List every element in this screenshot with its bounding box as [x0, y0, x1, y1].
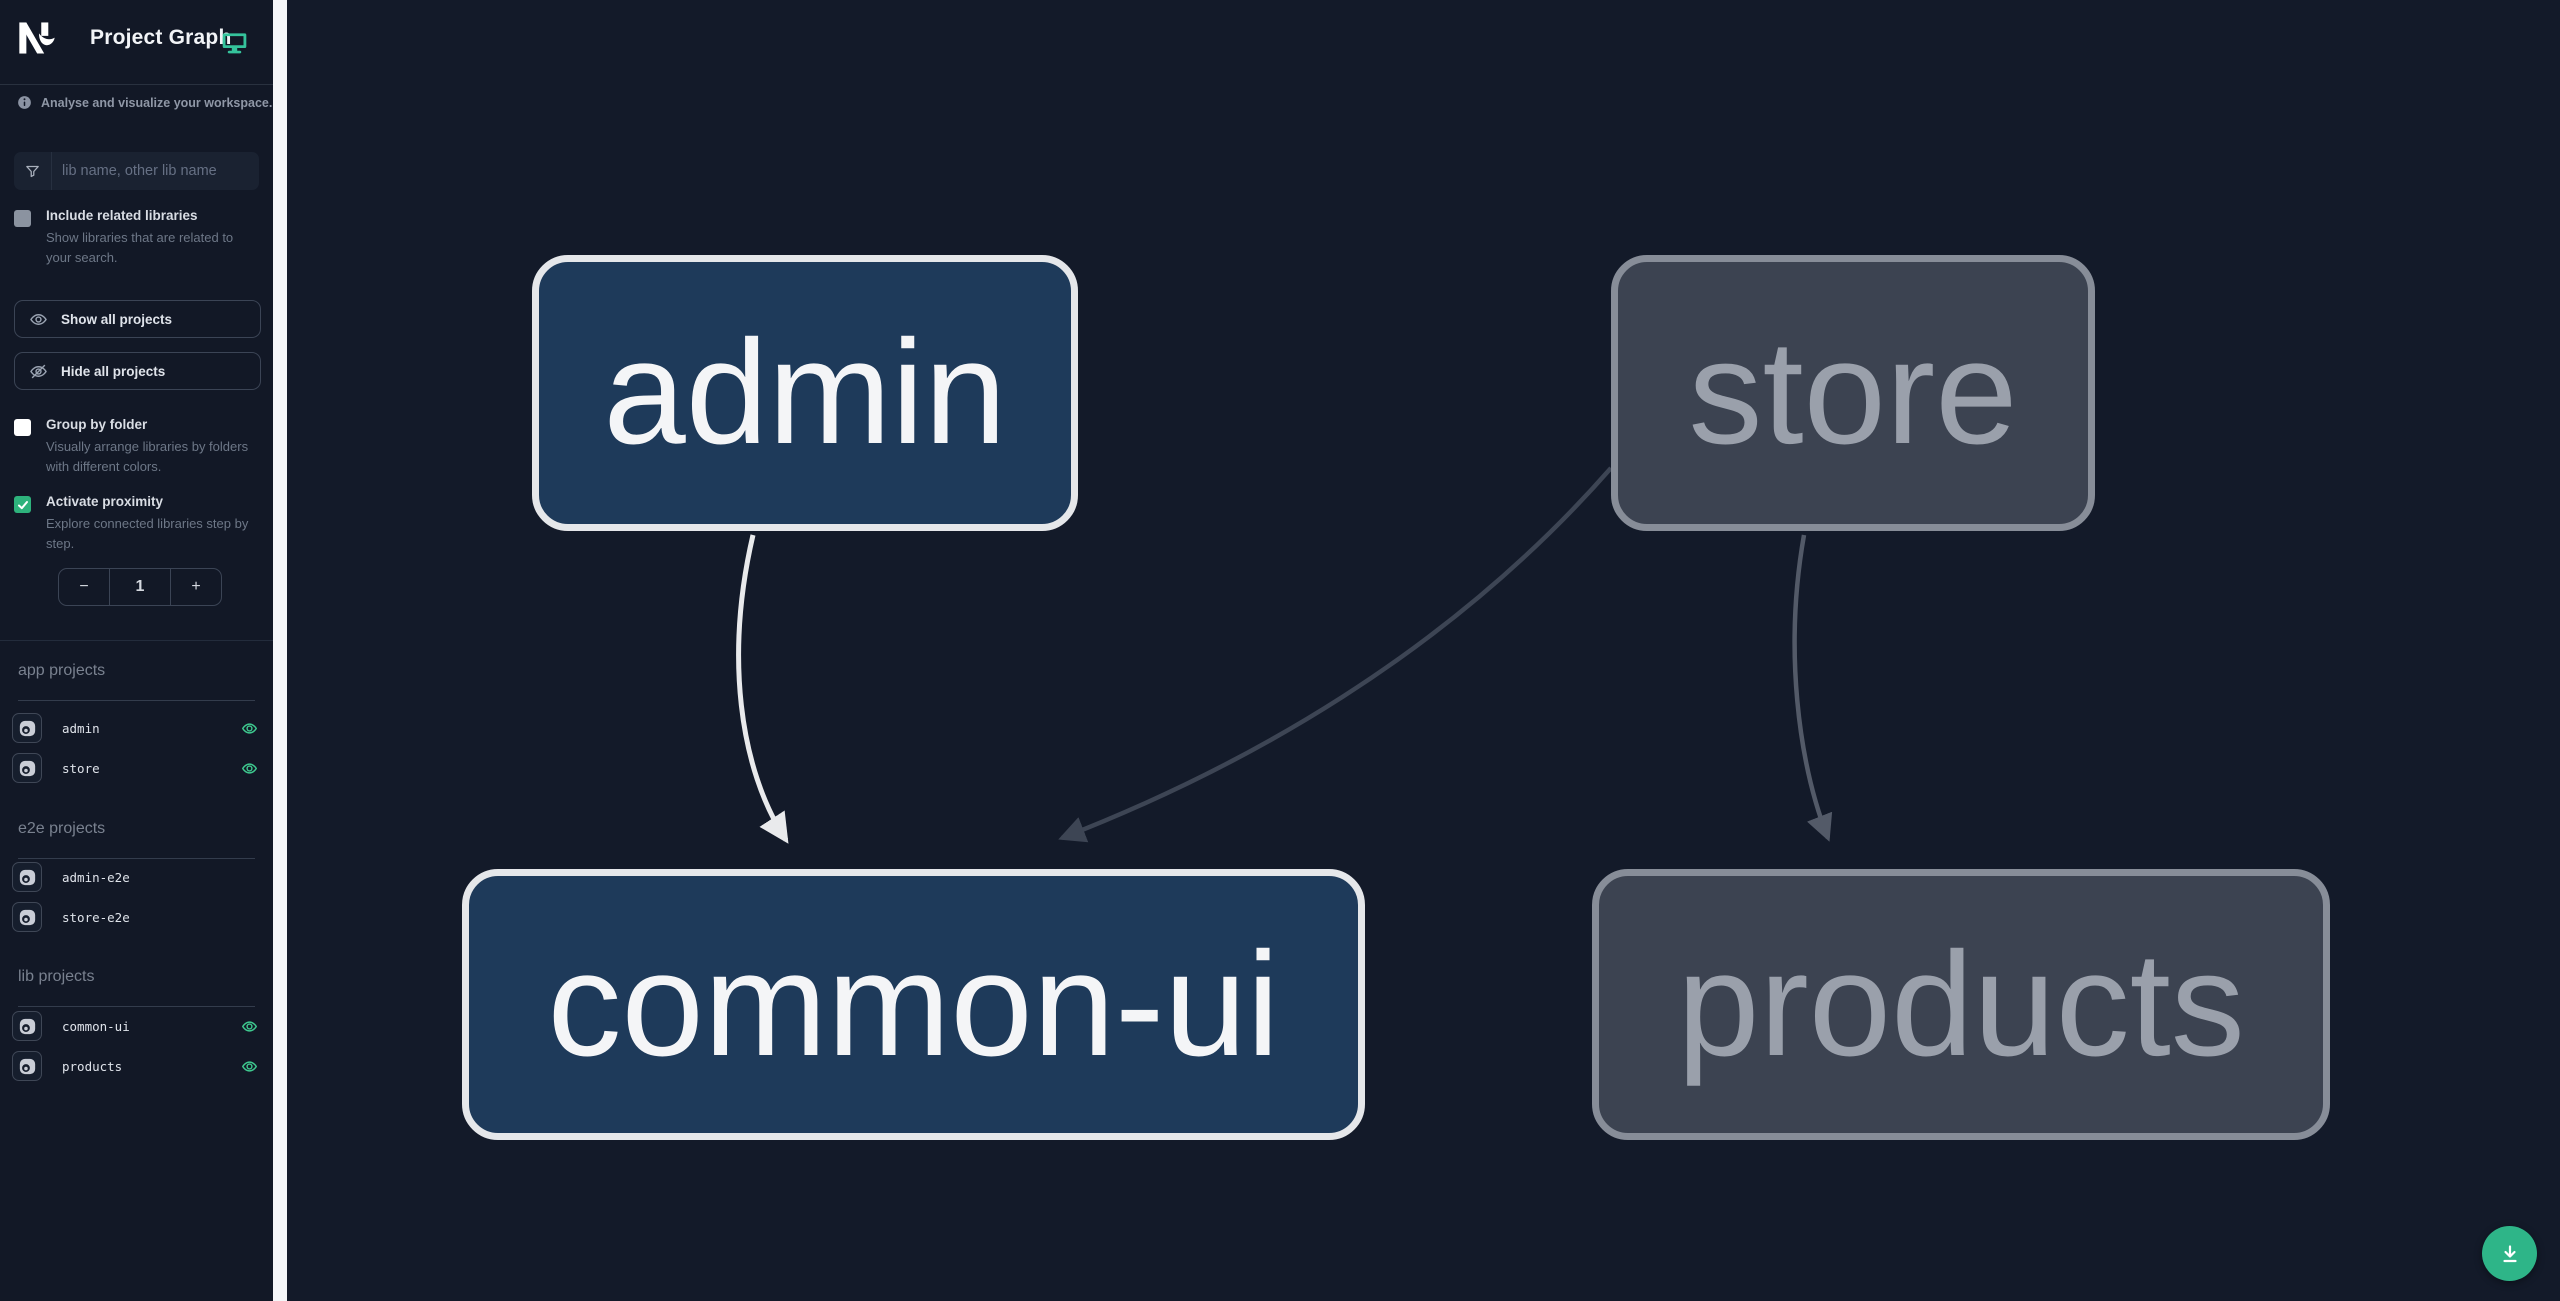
section-title-e2e-projects: e2e projects: [18, 820, 106, 837]
node-label: admin: [603, 310, 1007, 475]
search-box: [14, 152, 259, 190]
tagline-text: Analyse and visualize your workspace.: [41, 95, 273, 110]
edge-store-to-common-ui: [1058, 466, 1613, 843]
edge-store-to-products: [1792, 534, 1833, 842]
node-label: store: [1688, 310, 2018, 475]
focus-project-icon: [19, 1018, 35, 1034]
focus-project-button[interactable]: [12, 902, 42, 932]
activate-proximity-description: Explore connected libraries step by step…: [46, 516, 249, 552]
group-by-folder-checkbox[interactable]: [14, 419, 31, 436]
include-related-block: Include related libraries Show libraries…: [14, 208, 262, 268]
activate-proximity-block: Activate proximity Explore connected lib…: [14, 494, 262, 554]
project-visible-eye-icon[interactable]: [241, 1058, 258, 1075]
focus-project-icon: [19, 720, 35, 736]
graph-node-admin[interactable]: admin: [532, 255, 1078, 531]
proximity-stepper: − 1 +: [58, 568, 222, 606]
sidebar-divider: [0, 640, 273, 641]
project-row-products: products: [12, 1051, 262, 1081]
show-all-projects-label: Show all projects: [61, 311, 173, 327]
group-by-folder-block: Group by folder Visually arrange librari…: [14, 417, 262, 477]
download-icon: [2502, 1244, 2517, 1262]
project-row-common-ui: common-ui: [12, 1011, 262, 1041]
section-rule: [18, 858, 255, 859]
filter-funnel-icon: [14, 152, 52, 190]
focus-project-button[interactable]: [12, 713, 42, 743]
activate-proximity-checkbox[interactable]: [14, 496, 31, 513]
section-title-lib-projects: lib projects: [18, 968, 95, 985]
focus-project-icon: [19, 869, 35, 885]
project-visible-eye-icon[interactable]: [241, 760, 258, 777]
graph-node-store[interactable]: store: [1611, 255, 2095, 531]
graph-canvas[interactable]: admin store common-ui products: [287, 0, 2560, 1301]
show-all-projects-button[interactable]: Show all projects: [14, 300, 261, 338]
focus-project-icon: [19, 909, 35, 925]
graph-node-products[interactable]: products: [1592, 869, 2330, 1140]
section-title-app-projects: app projects: [18, 662, 106, 679]
project-name[interactable]: admin-e2e: [62, 870, 130, 885]
focus-project-button[interactable]: [12, 753, 42, 783]
download-image-button[interactable]: [2482, 1226, 2537, 1281]
section-rule: [18, 700, 255, 701]
edge-admin-to-common-ui: [736, 534, 789, 844]
project-name[interactable]: products: [62, 1059, 123, 1074]
sidebar-scrollbar-track[interactable]: [273, 0, 287, 1301]
eye-off-icon: [30, 364, 47, 378]
project-name[interactable]: common-ui: [62, 1019, 130, 1034]
focus-project-icon: [19, 1058, 35, 1074]
proximity-value[interactable]: 1: [109, 569, 171, 605]
focus-project-button[interactable]: [12, 1011, 42, 1041]
include-related-checkbox[interactable]: [14, 210, 31, 227]
project-name[interactable]: store: [62, 761, 100, 776]
activate-proximity-label: Activate proximity: [46, 494, 164, 509]
nx-logo-icon: [19, 22, 55, 54]
group-by-folder-description: Visually arrange libraries by folders wi…: [46, 439, 249, 475]
project-name[interactable]: admin: [62, 721, 100, 736]
node-label: products: [1677, 921, 2245, 1087]
search-input[interactable]: [52, 152, 259, 190]
proximity-increment-button[interactable]: +: [191, 578, 201, 595]
focus-project-button[interactable]: [12, 862, 42, 892]
sidebar-header: Project Graph: [0, 0, 273, 85]
project-row-admin-e2e: admin-e2e: [12, 862, 262, 892]
project-row-admin: admin: [12, 713, 262, 743]
section-rule: [18, 1006, 255, 1007]
include-related-label: Include related libraries: [46, 208, 198, 223]
sidebar: Project Graph Analyse and visualize your…: [0, 0, 273, 1301]
focus-project-button[interactable]: [12, 1051, 42, 1081]
focus-project-icon: [19, 760, 35, 776]
node-label: common-ui: [547, 921, 1280, 1087]
page-title: Project Graph: [90, 26, 232, 49]
graph-node-common-ui[interactable]: common-ui: [462, 869, 1365, 1140]
check-icon: [17, 500, 28, 509]
info-icon: [18, 96, 31, 109]
include-related-description: Show libraries that are related to your …: [46, 230, 234, 266]
monitor-icon[interactable]: [221, 30, 248, 57]
project-row-store-e2e: store-e2e: [12, 902, 262, 932]
tagline-row: Analyse and visualize your workspace.: [17, 95, 272, 110]
project-visible-eye-icon[interactable]: [241, 1018, 258, 1035]
project-row-store: store: [12, 753, 262, 783]
group-by-folder-label: Group by folder: [46, 417, 148, 432]
graph-edges: [736, 466, 1833, 844]
project-name[interactable]: store-e2e: [62, 910, 130, 925]
project-visible-eye-icon[interactable]: [241, 720, 258, 737]
proximity-decrement-button[interactable]: −: [79, 578, 89, 595]
eye-icon: [30, 313, 47, 325]
hide-all-projects-label: Hide all projects: [61, 363, 166, 379]
hide-all-projects-button[interactable]: Hide all projects: [14, 352, 261, 390]
